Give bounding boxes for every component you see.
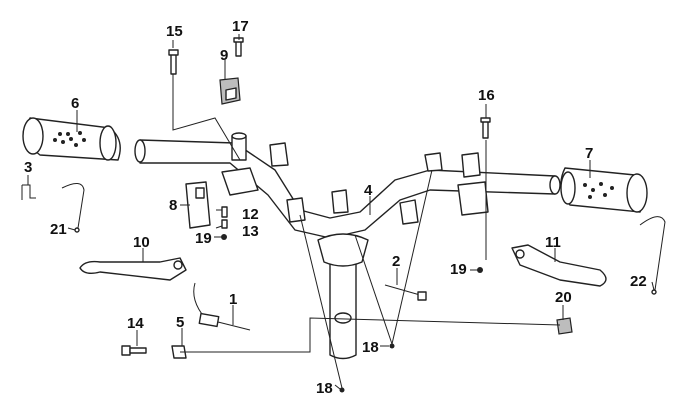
callout-19-left: 19	[195, 230, 212, 247]
nuts-18	[339, 343, 395, 393]
switch-housing-8	[185, 181, 211, 229]
callout-18-upper: 18	[362, 339, 379, 356]
callout-17: 17	[232, 18, 249, 35]
wire-21	[61, 183, 85, 233]
callout-12: 12	[242, 206, 259, 223]
upper-clamps	[269, 142, 443, 225]
callout-1: 1	[229, 291, 237, 308]
nut-19-right	[477, 267, 483, 273]
right-grip	[560, 167, 648, 213]
bolt-15	[168, 49, 179, 75]
callout-22: 22	[630, 273, 647, 290]
callout-9: 9	[220, 47, 228, 64]
callout-21: 21	[50, 221, 67, 238]
callout-7: 7	[585, 145, 593, 162]
steering-stem	[317, 233, 369, 360]
callout-labels: 1 2 3 4 5 6 7 8 9 10 11 12 13 14 15 16 1…	[24, 18, 647, 397]
callout-19-right: 19	[450, 261, 467, 278]
bolt-14	[121, 345, 147, 356]
right-brake-master	[457, 152, 489, 216]
left-mirror-mount	[231, 132, 247, 161]
callout-20: 20	[555, 289, 572, 306]
bolt-16	[480, 117, 491, 139]
callout-5: 5	[176, 314, 184, 331]
callout-8: 8	[169, 197, 177, 214]
callout-3: 3	[24, 159, 32, 176]
leader-lines	[27, 34, 655, 390]
left-grip	[22, 117, 121, 161]
left-lever-10	[79, 257, 187, 281]
left-brake-master	[221, 167, 259, 196]
screws-12-13	[221, 206, 228, 240]
callout-16: 16	[478, 87, 495, 104]
bolt-17	[233, 37, 244, 57]
bracket-3	[21, 184, 36, 200]
callout-13: 13	[242, 223, 259, 240]
callout-14: 14	[127, 315, 144, 332]
callout-4: 4	[364, 182, 373, 199]
callout-11: 11	[545, 234, 561, 251]
rod-2	[384, 284, 427, 301]
callout-15: 15	[166, 23, 183, 40]
cap-nut-20	[556, 317, 573, 335]
right-lever-11	[511, 244, 607, 287]
callout-2: 2	[392, 253, 400, 270]
nut-5	[171, 345, 187, 359]
cable-1	[193, 282, 251, 331]
switch-block-9	[219, 77, 241, 105]
callout-10: 10	[133, 234, 150, 251]
callout-6: 6	[71, 95, 79, 112]
callout-18-lower: 18	[316, 380, 333, 397]
